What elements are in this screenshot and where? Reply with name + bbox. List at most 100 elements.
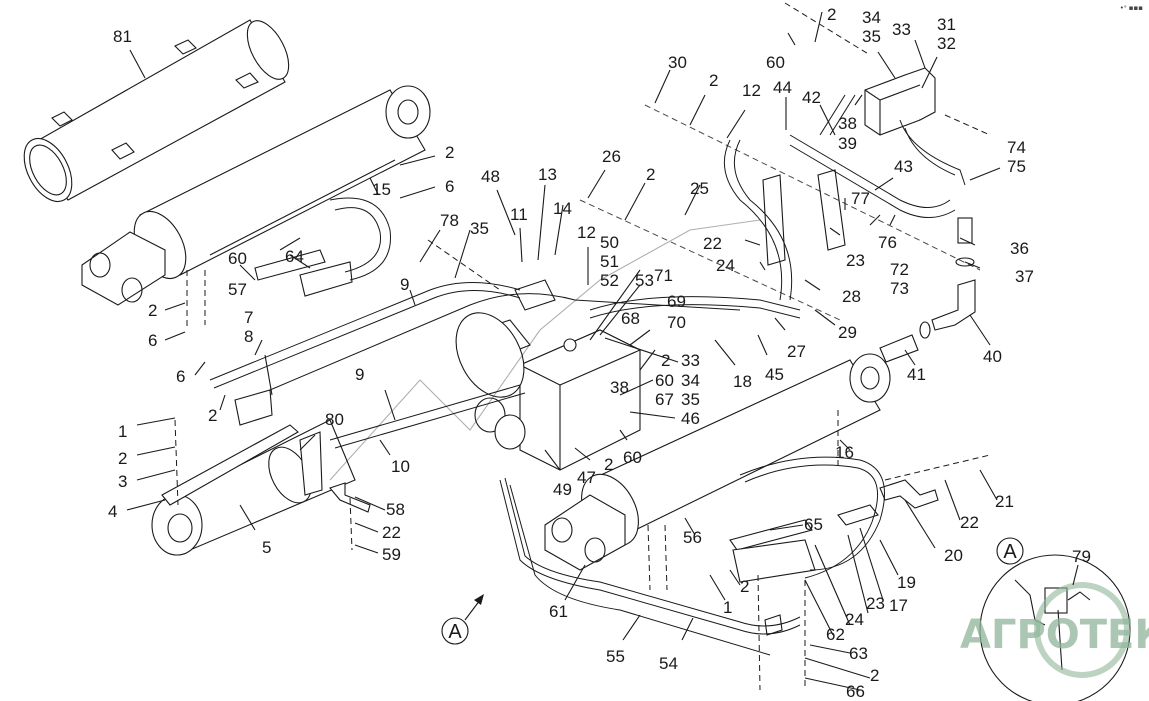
callout-22[interactable]: 22 (382, 523, 401, 542)
callout-3[interactable]: 3 (118, 472, 127, 491)
callout-2[interactable]: 2 (709, 71, 718, 90)
callout-53[interactable]: 53 (635, 271, 654, 290)
callout-24[interactable]: 24 (716, 256, 735, 275)
callout-2[interactable]: 2 (445, 143, 454, 162)
callout-72[interactable]: 72 (890, 260, 909, 279)
callout-36[interactable]: 36 (1010, 239, 1029, 258)
callout-70[interactable]: 70 (667, 313, 686, 332)
callout-9[interactable]: 9 (400, 275, 409, 294)
callout-50[interactable]: 50 (600, 233, 619, 252)
callout-2[interactable]: 2 (646, 165, 655, 184)
callout-64[interactable]: 64 (285, 247, 304, 266)
callout-35[interactable]: 35 (470, 219, 489, 238)
callout-80[interactable]: 80 (325, 410, 344, 429)
callout-35[interactable]: 35 (681, 390, 700, 409)
callout-16[interactable]: 16 (835, 443, 854, 462)
callout-29[interactable]: 29 (838, 323, 857, 342)
callout-73[interactable]: 73 (890, 279, 909, 298)
callout-2[interactable]: 2 (208, 406, 217, 425)
callout-7[interactable]: 7 (244, 308, 253, 327)
callout-12[interactable]: 12 (577, 223, 596, 242)
callout-2[interactable]: 2 (870, 666, 879, 685)
callout-1[interactable]: 1 (723, 598, 732, 617)
callout-22[interactable]: 22 (960, 513, 979, 532)
callout-9[interactable]: 9 (355, 365, 364, 384)
callout-46[interactable]: 46 (681, 409, 700, 428)
callout-47[interactable]: 47 (577, 468, 596, 487)
callout-74[interactable]: 74 (1007, 138, 1026, 157)
callout-77[interactable]: 77 (851, 189, 870, 208)
callout-4[interactable]: 4 (108, 502, 117, 521)
callout-67[interactable]: 67 (655, 390, 674, 409)
callout-49[interactable]: 49 (553, 480, 572, 499)
callout-8[interactable]: 8 (244, 327, 253, 346)
callout-12[interactable]: 12 (742, 81, 761, 100)
callout-23[interactable]: 23 (866, 594, 885, 613)
callout-81[interactable]: 81 (113, 27, 132, 46)
callout-15[interactable]: 15 (372, 180, 391, 199)
callout-44[interactable]: 44 (773, 78, 792, 97)
callout-57[interactable]: 57 (228, 280, 247, 299)
callout-2[interactable]: 2 (740, 577, 749, 596)
callout-22[interactable]: 22 (703, 234, 722, 253)
callout-60[interactable]: 60 (623, 448, 642, 467)
callout-11[interactable]: 11 (510, 205, 528, 224)
callout-21[interactable]: 21 (995, 492, 1014, 511)
callout-10[interactable]: 10 (391, 457, 410, 476)
callout-68[interactable]: 68 (621, 309, 640, 328)
callout-2[interactable]: 2 (118, 449, 127, 468)
callout-2[interactable]: 2 (827, 5, 836, 24)
callout-39[interactable]: 39 (838, 134, 857, 153)
callout-19[interactable]: 19 (897, 573, 916, 592)
callout-76[interactable]: 76 (878, 233, 897, 252)
callout-28[interactable]: 28 (842, 287, 861, 306)
callout-38[interactable]: 38 (838, 114, 857, 133)
callout-2[interactable]: 2 (661, 351, 670, 370)
callout-6[interactable]: 6 (148, 331, 157, 350)
callout-33[interactable]: 33 (681, 351, 700, 370)
detail-view-a[interactable]: A АГРОТЕКА (960, 537, 1149, 701)
callout-20[interactable]: 20 (944, 546, 963, 565)
callout-13[interactable]: 13 (538, 165, 557, 184)
callout-14[interactable]: 14 (553, 199, 572, 218)
callout-45[interactable]: 45 (765, 365, 784, 384)
view-arrow-a[interactable]: A (441, 594, 484, 645)
callout-24[interactable]: 24 (845, 610, 864, 629)
callout-79[interactable]: 79 (1072, 547, 1091, 566)
callout-2[interactable]: 2 (604, 455, 613, 474)
callout-6[interactable]: 6 (176, 367, 185, 386)
callout-31[interactable]: 31 (937, 15, 956, 34)
callout-63[interactable]: 63 (849, 644, 868, 663)
callout-6[interactable]: 6 (445, 177, 454, 196)
callout-26[interactable]: 26 (602, 147, 621, 166)
callout-34[interactable]: 34 (862, 8, 881, 27)
callout-60[interactable]: 60 (766, 53, 785, 72)
callout-78[interactable]: 78 (440, 211, 459, 230)
callout-2[interactable]: 2 (148, 301, 157, 320)
callout-43[interactable]: 43 (894, 157, 913, 176)
callout-55[interactable]: 55 (606, 647, 625, 666)
callout-30[interactable]: 30 (668, 53, 687, 72)
callout-18[interactable]: 18 (733, 372, 752, 391)
callout-37[interactable]: 37 (1015, 267, 1034, 286)
callout-40[interactable]: 40 (983, 347, 1002, 366)
callout-48[interactable]: 48 (481, 167, 500, 186)
callout-34[interactable]: 34 (681, 371, 700, 390)
callout-17[interactable]: 17 (889, 596, 908, 615)
callout-5[interactable]: 5 (262, 538, 271, 557)
callout-71[interactable]: 71 (654, 266, 673, 285)
callout-25[interactable]: 25 (690, 179, 709, 198)
callout-60[interactable]: 60 (655, 371, 674, 390)
callout-42[interactable]: 42 (802, 88, 821, 107)
callout-59[interactable]: 59 (382, 545, 401, 564)
callout-33[interactable]: 33 (892, 20, 911, 39)
callout-35[interactable]: 35 (862, 27, 881, 46)
callout-58[interactable]: 58 (386, 500, 405, 519)
callout-60[interactable]: 60 (228, 249, 247, 268)
callout-54[interactable]: 54 (659, 654, 678, 673)
callout-52[interactable]: 52 (600, 271, 619, 290)
callout-27[interactable]: 27 (787, 342, 806, 361)
callout-1[interactable]: 1 (118, 422, 127, 441)
callout-61[interactable]: 61 (549, 602, 568, 621)
callout-75[interactable]: 75 (1007, 157, 1026, 176)
